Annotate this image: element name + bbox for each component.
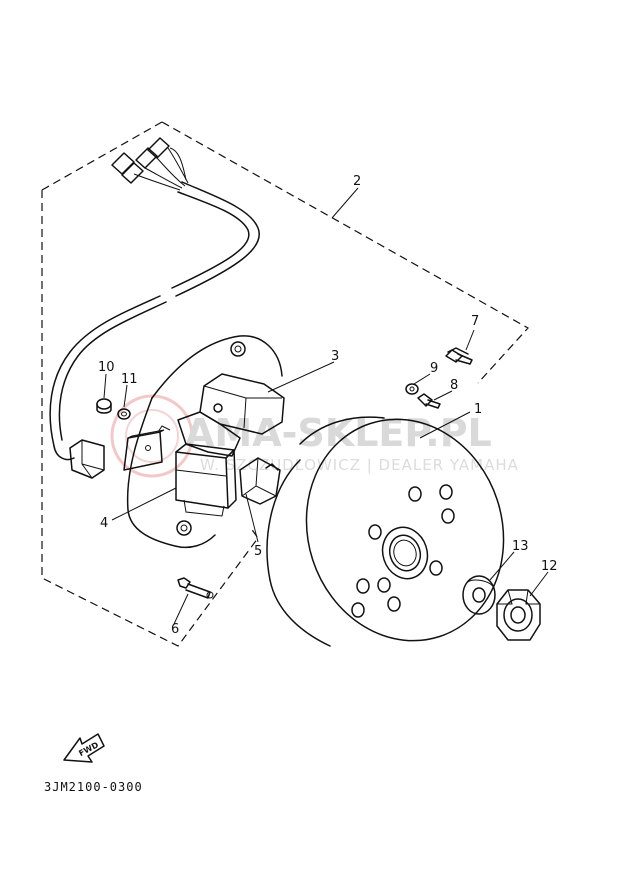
callout-12: 12 [541, 559, 558, 574]
catalog-code: 3JM2100-0300 [44, 780, 143, 794]
screw-10 [96, 398, 112, 414]
fwd-arrow: FWD [63, 733, 105, 763]
lighting-coil [239, 457, 281, 505]
callout-2: 2 [353, 174, 361, 189]
grommet [69, 439, 105, 479]
callout-8: 8 [450, 378, 458, 393]
bracket-plate [123, 425, 171, 471]
callout-5: 5 [254, 544, 262, 559]
callout-4: 4 [100, 516, 108, 531]
wire-harness [49, 181, 260, 461]
flywheel-rotor [266, 416, 505, 647]
callouts: 1 2 3 4 5 6 7 8 9 10 11 12 13 [98, 174, 558, 637]
assembly-boundary [41, 121, 529, 647]
callout-13: 13 [512, 539, 529, 554]
washer-13 [462, 575, 496, 615]
watermark: AMA-SKLEP.PL W. SZCZUDŁOWICZ | DEALER YA… [110, 394, 518, 478]
callout-1: 1 [474, 402, 482, 417]
wire-connectors [111, 137, 189, 191]
callout-6: 6 [171, 622, 179, 637]
callout-11: 11 [121, 372, 138, 387]
charge-coil [175, 443, 237, 517]
callout-9: 9 [430, 361, 438, 376]
screw-6 [177, 577, 214, 599]
nut-12 [496, 589, 541, 641]
leader-lines [103, 187, 549, 625]
stator-plate [126, 335, 283, 549]
washer-9 [405, 383, 419, 395]
callout-7: 7 [471, 314, 479, 329]
callout-3: 3 [331, 349, 339, 364]
washer-11 [117, 408, 131, 420]
screw-7 [445, 347, 473, 365]
stator-coil [177, 373, 285, 457]
callout-10: 10 [98, 360, 115, 375]
screw-8 [417, 393, 441, 409]
